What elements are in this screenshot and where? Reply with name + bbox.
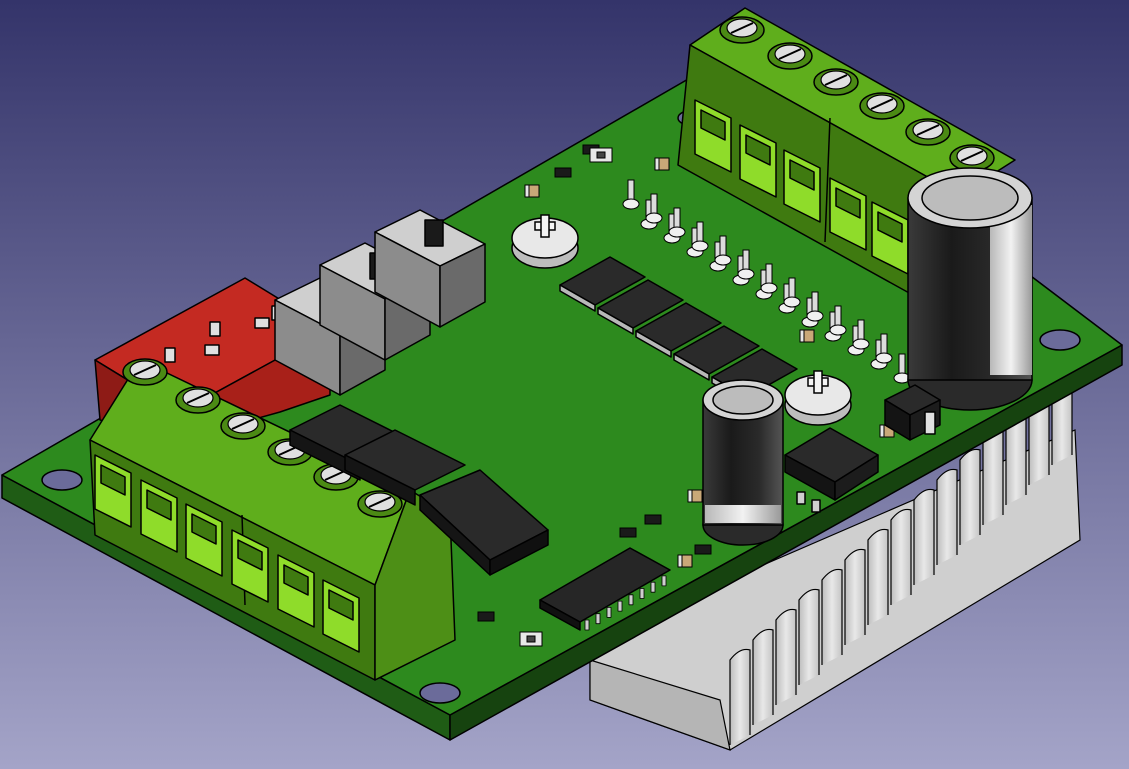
capacitor-icon (907, 167, 1033, 411)
ic-pin (584, 619, 590, 631)
terminal-block-icon (783, 149, 821, 223)
smd-capacitor (654, 157, 670, 171)
smd-capacitor (687, 489, 703, 503)
smd-capacitor (524, 184, 540, 198)
terminal-block-icon (694, 99, 732, 173)
header-pin (760, 282, 778, 294)
ic-pin (661, 575, 667, 587)
ic-pin (628, 594, 634, 606)
slide-switch (374, 209, 486, 328)
trimmer-potentiometers (511, 214, 852, 426)
smd-inductor (884, 384, 941, 441)
mounting-hole-icon (41, 469, 83, 491)
header-pin (806, 310, 824, 322)
header-pin (829, 324, 847, 336)
mounting-hole-icon (419, 682, 461, 704)
smd-led (519, 631, 543, 647)
heatsink-fin (752, 628, 774, 725)
header-pin (691, 240, 709, 252)
mosfet-chip (673, 325, 760, 381)
smd-capacitor (799, 329, 815, 343)
heatsink-fin (798, 588, 820, 685)
header-pin (852, 338, 870, 350)
right-terminal-block (677, 7, 1016, 321)
mounting-holes (41, 109, 1081, 704)
ic-pin (617, 600, 623, 612)
heatsink-fin (821, 568, 843, 665)
screw-icon (859, 92, 905, 120)
heatsink-fin (913, 488, 935, 585)
smd-resistor (644, 514, 662, 525)
screw-icon (175, 386, 221, 414)
ic-pin (595, 613, 601, 625)
mosfet-chip (597, 279, 684, 335)
screw-icon (813, 68, 859, 96)
terminal-block-icon (829, 177, 867, 251)
header-pin (783, 296, 801, 308)
header-pin (714, 254, 732, 266)
ic-pin (650, 581, 656, 593)
smd-capacitor (677, 554, 693, 568)
terminal-block-icon (322, 579, 360, 653)
soic-ic (539, 547, 671, 631)
ic-pin (606, 607, 612, 618)
voltage-regulator (784, 427, 879, 513)
terminal-block-icon (185, 503, 223, 577)
heatsink-fin (775, 608, 797, 705)
heatsink-fin (936, 468, 958, 565)
ic-pin (639, 588, 645, 599)
header-pin (622, 198, 640, 210)
screw-icon (767, 42, 813, 70)
heatsink-fin (959, 448, 981, 545)
heatsink-fin (729, 648, 751, 745)
smd-resistor (554, 167, 572, 178)
slide-switches (274, 209, 486, 396)
smd-components (477, 144, 895, 647)
screw-icon (357, 490, 403, 518)
smd-led (589, 147, 613, 163)
terminal-block-icon (277, 554, 315, 628)
header-pin (875, 352, 893, 364)
terminal-block-icon (140, 479, 178, 553)
mounting-hole-icon (1039, 329, 1081, 351)
heatsink-fin (982, 428, 1004, 525)
heatsink-fin (890, 508, 912, 605)
terminal-block-icon (871, 201, 909, 275)
screw-icon (122, 358, 168, 386)
power-transistors (289, 404, 549, 576)
smd-resistor (694, 544, 712, 555)
capacitor-icon (702, 379, 784, 546)
mosfet-chip (559, 256, 646, 312)
screw-icon (949, 144, 995, 172)
screw-icon (784, 370, 852, 426)
mosfet-chip (635, 302, 722, 358)
terminal-block-icon (94, 454, 132, 528)
screw-icon (511, 214, 579, 269)
header-pin (737, 268, 755, 280)
smd-resistor (619, 527, 637, 538)
header-pin (668, 226, 686, 238)
left-terminal-block (89, 358, 456, 681)
heatsink-fin (844, 548, 866, 645)
header-pins (622, 179, 911, 384)
heatsink (589, 368, 1081, 751)
header-pin (645, 212, 663, 224)
screw-icon (719, 16, 765, 44)
screw-icon (220, 412, 266, 440)
heatsink-fin (867, 528, 889, 625)
terminal-block-icon (231, 529, 269, 603)
terminal-block-icon (739, 124, 777, 198)
screw-icon (905, 118, 951, 146)
smd-resistor (477, 611, 495, 622)
